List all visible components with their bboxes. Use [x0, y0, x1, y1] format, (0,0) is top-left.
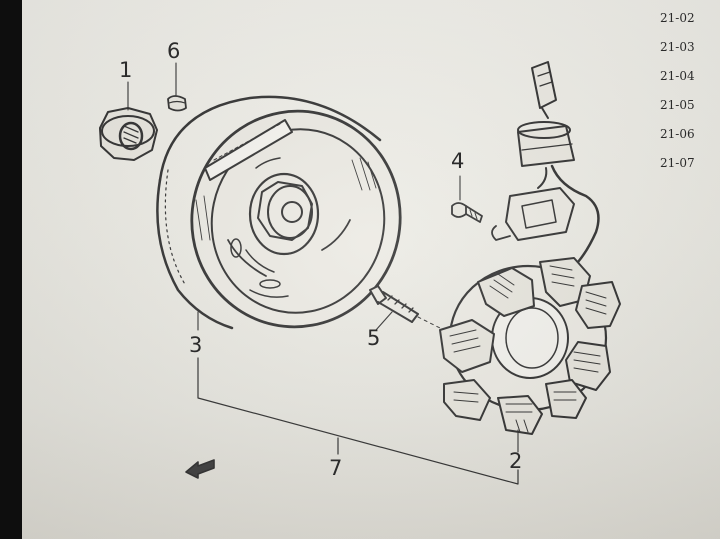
front-direction-arrow-icon [185, 459, 215, 479]
reference-code: 21-06 [660, 127, 695, 141]
callout-2: 2 [509, 449, 523, 473]
woodruff-key-icon [167, 95, 187, 112]
rotor-stator-assembly-bracket [197, 357, 519, 485]
nut-icon [99, 107, 158, 161]
reference-code: 21-04 [660, 69, 695, 83]
callout-6: 6 [167, 39, 181, 63]
reference-code: 21-02 [660, 11, 695, 25]
callout-7: 7 [329, 456, 343, 480]
callout-5: 5 [367, 326, 381, 350]
bolt-icon [369, 285, 441, 329]
flywheel-rotor-icon [156, 95, 402, 330]
callout-4: 4 [451, 149, 465, 173]
small-screw-icon [451, 202, 483, 223]
stator-icon [439, 61, 621, 435]
leader-lines [127, 62, 519, 453]
leader-5 [375, 311, 393, 331]
reference-code: 21-03 [660, 40, 695, 54]
reference-code: 21-05 [660, 98, 695, 112]
reference-code: 21-07 [660, 156, 695, 170]
reference-code-list: 21-02 21-03 21-04 21-05 21-06 21-07 [660, 8, 718, 182]
callout-1: 1 [119, 58, 133, 82]
callout-3: 3 [189, 333, 203, 357]
